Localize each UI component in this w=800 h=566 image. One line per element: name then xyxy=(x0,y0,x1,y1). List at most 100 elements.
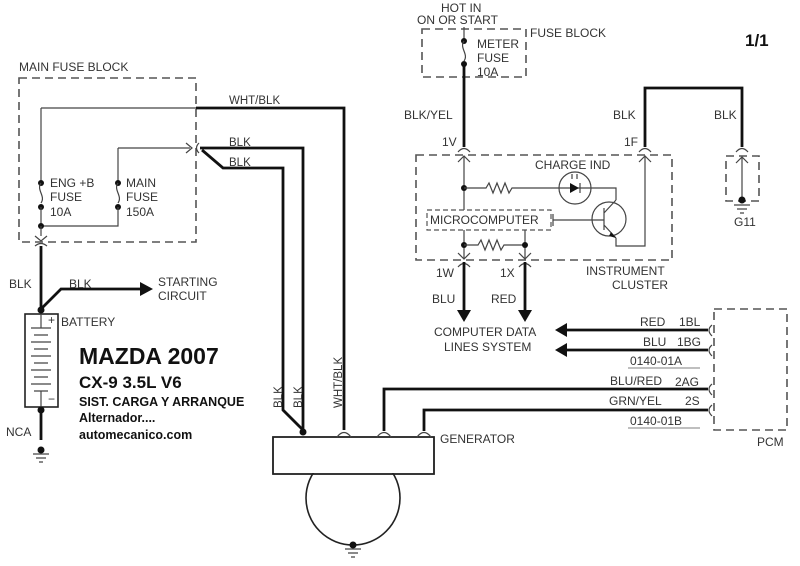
junction-dot xyxy=(37,306,45,314)
pcm-line-color-2: BLU xyxy=(643,335,666,349)
wire-label-blu: BLU xyxy=(432,292,455,306)
arrow-icon xyxy=(140,282,153,296)
connector-icon xyxy=(457,252,471,260)
wire-blk-starting xyxy=(40,287,142,310)
wire-label-blk-2: BLK xyxy=(229,157,251,169)
wire-micro-bottom xyxy=(463,230,526,258)
eng-fuse-label-1: ENG +B xyxy=(50,176,94,190)
eng-fuse-icon xyxy=(38,182,44,204)
generator-box-fill xyxy=(275,438,432,473)
pcm-outline xyxy=(713,308,788,431)
hot-in-label-1: HOT IN xyxy=(441,1,481,15)
instrument-cluster-label-2: CLUSTER xyxy=(612,278,668,292)
ground-icon xyxy=(349,541,357,549)
wire-blk-2 xyxy=(201,148,304,431)
main-fuse-block-outline xyxy=(18,77,197,243)
wire-label-blk-1: BLK xyxy=(229,137,251,149)
pcm-line-pin-4: 2S xyxy=(685,394,700,408)
ground-icon xyxy=(734,204,750,214)
main-fuse-label-1: MAIN xyxy=(126,176,156,190)
connector-icon xyxy=(195,142,200,154)
connector-icon xyxy=(376,431,392,438)
meter-fuse-icon xyxy=(461,40,467,62)
connector-icon xyxy=(336,431,352,438)
wire-blk-1 xyxy=(200,146,305,432)
page-number: 1/1 xyxy=(745,31,769,50)
pcm-line-color-3: BLU/RED xyxy=(610,374,662,388)
wire-label-blk-yel: BLK/YEL xyxy=(404,108,453,122)
starting-circuit-label-2: CIRCUIT xyxy=(158,289,207,303)
pin-1f-label: 1F xyxy=(624,135,638,149)
ground-label: G11 xyxy=(734,215,756,229)
connector-icon xyxy=(708,404,713,417)
fuse-block: HOT IN ON OR START FUSE BLOCK METER FUSE… xyxy=(417,1,606,79)
generator: GENERATOR xyxy=(272,428,515,558)
connector-icon xyxy=(416,431,432,438)
connector-icon xyxy=(34,242,48,247)
pcm-label: PCM xyxy=(757,435,784,449)
connector-icon xyxy=(518,252,532,260)
title-system: SIST. CARGA Y ARRANQUE xyxy=(79,395,244,409)
eng-fuse-label-3: 10A xyxy=(50,205,71,219)
pcm-line-color-1: RED xyxy=(640,315,666,329)
fuse-block-label: FUSE BLOCK xyxy=(530,26,606,40)
transistor-icon xyxy=(603,199,617,239)
ground-icon xyxy=(738,196,746,204)
pcm-line-color-4: GRN/YEL xyxy=(609,394,662,408)
wire-blu-red xyxy=(382,387,708,431)
gen-wire-label-blk-2: BLK xyxy=(293,386,305,408)
connector-icon xyxy=(735,147,749,153)
title-model: CX-9 3.5L V6 xyxy=(79,373,182,392)
wire-label-blk-battery: BLK xyxy=(9,277,32,291)
computer-data-label-1: COMPUTER DATA xyxy=(434,325,536,339)
arrow-icon xyxy=(457,310,471,322)
wire-label-wht-blk: WHT/BLK xyxy=(229,95,280,107)
charge-ind-label: CHARGE IND xyxy=(535,158,611,172)
connector-icon xyxy=(708,383,713,396)
meter-fuse-label-1: METER xyxy=(477,37,519,51)
battery-plus-sign: + xyxy=(48,313,55,327)
main-fuse-block-label: MAIN FUSE BLOCK xyxy=(19,60,128,74)
connector-a-label: 0140-01A xyxy=(630,354,682,368)
wire-main-fuse-bottom xyxy=(41,207,119,227)
pcm-line-pin-1: 1BL xyxy=(679,315,701,329)
battery-cells-icon xyxy=(31,327,51,392)
battery-label: BATTERY xyxy=(61,315,115,329)
generator-label: GENERATOR xyxy=(440,432,515,446)
arrow-icon xyxy=(518,310,532,322)
gen-wire-label-blk-1: BLK xyxy=(273,386,285,408)
main-fuse-block: MAIN FUSE BLOCK ENG +B FUSE 10A MAIN FUS… xyxy=(18,60,200,247)
main-fuse-icon xyxy=(115,182,121,204)
eng-fuse-label-2: FUSE xyxy=(50,190,82,204)
pcm-line-pin-2: 1BG xyxy=(677,335,701,349)
wire-transistor-to-1f xyxy=(615,156,646,247)
instrument-cluster-outline xyxy=(415,154,673,261)
pin-1w-label: 1W xyxy=(436,266,455,280)
gen-wire-label-wht-blk: WHT/BLK xyxy=(333,357,345,408)
wire-grn-yel xyxy=(422,408,708,431)
pcm: PCM RED 1BL BLU 1BG 0140-01A BLU/RED 2AG… xyxy=(609,308,788,449)
arrow-icon xyxy=(555,323,567,337)
wire-micro-to-transistor xyxy=(552,214,604,226)
resistor-icon xyxy=(464,181,560,195)
ground-g11: G11 xyxy=(725,147,760,229)
battery: + − BATTERY NCA xyxy=(6,306,115,463)
battery-ground-label: NCA xyxy=(6,425,31,439)
connector-b-label: 0140-01B xyxy=(630,414,682,428)
main-fuse-label-2: FUSE xyxy=(126,190,158,204)
pin-1v-label: 1V xyxy=(442,135,457,149)
led-icon xyxy=(570,183,579,193)
connector-icon xyxy=(185,142,193,154)
main-fuse-label-3: 150A xyxy=(126,205,154,219)
instrument-cluster-label-1: INSTRUMENT xyxy=(586,264,665,278)
title-website: automecanico.com xyxy=(79,428,192,442)
pin-1x-label: 1X xyxy=(500,266,515,280)
fuse-block-outline xyxy=(421,28,527,78)
title-subtitle: Alternador.... xyxy=(79,411,155,425)
wire-wht-blk xyxy=(196,106,346,430)
arrow-icon xyxy=(555,343,567,357)
hot-in-label-2: ON OR START xyxy=(417,13,499,27)
resistor-icon xyxy=(464,238,525,252)
connector-icon xyxy=(638,147,652,153)
